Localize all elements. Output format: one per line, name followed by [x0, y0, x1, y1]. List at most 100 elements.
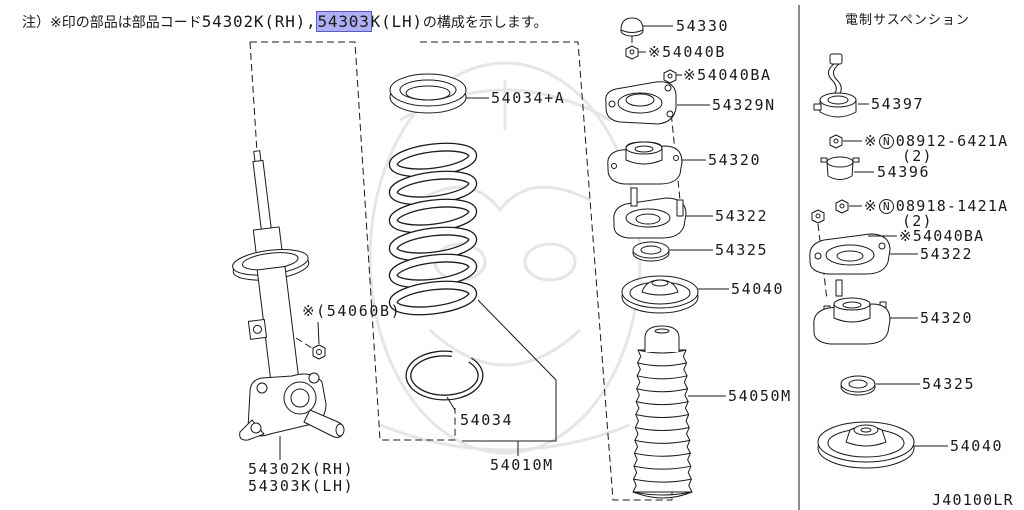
bolt-nut-54060b	[295, 337, 326, 360]
callout-54010m[interactable]: 54010M	[490, 456, 554, 474]
callout-54040ba-electronic[interactable]: ※54040BA	[899, 227, 985, 245]
boot-ridge	[636, 375, 688, 380]
callout-54325-electronic[interactable]: 54325	[922, 375, 976, 393]
nut-08918-1421a	[835, 199, 849, 214]
knuckle-hub	[283, 381, 317, 415]
dashed-line	[667, 81, 681, 201]
dashed-line	[420, 41, 673, 501]
mount-plate-54329n	[605, 81, 677, 125]
strut-bracket-hole	[252, 324, 262, 334]
callout-54396[interactable]: 54396	[877, 163, 931, 181]
actuator-54397	[813, 53, 857, 118]
callout-mark: ※	[864, 132, 878, 150]
callout-54303k-lh[interactable]: 54303K(LH)	[248, 477, 355, 495]
n-circle-icon: N	[878, 199, 894, 214]
callout-54329n[interactable]: 54329N	[712, 96, 776, 114]
knuckle-hole	[308, 372, 320, 384]
callout-qty: (2)	[902, 212, 933, 230]
search-highlight: 54303	[315, 11, 372, 32]
strut-assembly	[232, 150, 310, 391]
electronic-suspension-title: 電制サスペンション	[845, 13, 970, 28]
callout-54322[interactable]: 54322	[715, 207, 769, 225]
callout-number: 08918-1421A	[895, 197, 1009, 215]
leader-line	[446, 396, 456, 411]
dashed-line	[250, 41, 456, 441]
boot-bellows	[632, 349, 693, 496]
strut-mount-54320	[607, 141, 683, 185]
callout-54034[interactable]: 54034	[460, 411, 514, 429]
nut-54040b	[625, 45, 639, 60]
steering-knuckle	[239, 372, 345, 441]
callout-54040[interactable]: 54040	[731, 280, 785, 298]
stud	[676, 199, 684, 217]
n-circle-icon: N	[878, 134, 894, 149]
knuckle-hub-bore	[290, 388, 310, 408]
boot-body	[632, 349, 693, 493]
boot-ridge	[633, 478, 692, 483]
callout-qty: (2)	[902, 147, 933, 165]
note-code-lh: K(LH)	[370, 12, 423, 31]
note-prefix: 注）※印の部品は部品コード	[22, 15, 202, 31]
leader-lines	[279, 25, 948, 460]
upper-spring-seat	[389, 73, 467, 114]
stud	[835, 279, 843, 297]
boot-ridge	[633, 465, 692, 470]
cap-54396	[820, 156, 860, 180]
dust-boot-54050m	[632, 325, 693, 499]
callout-54302k-rh[interactable]: 54302K(RH)	[248, 460, 355, 478]
nut-08912-6421a	[829, 134, 843, 149]
strut-mount-54320-electronic	[813, 279, 891, 345]
callout-54397[interactable]: 54397	[871, 95, 925, 113]
coil-spring	[388, 142, 478, 316]
callout-54330[interactable]: 54330	[676, 17, 730, 35]
boot-ridge	[634, 452, 691, 457]
strut-rod	[252, 159, 273, 234]
callout-54040-electronic[interactable]: 54040	[950, 437, 1004, 455]
callout-54034a[interactable]: 54034+A	[491, 89, 566, 107]
stud	[630, 187, 638, 207]
nut-54040ba-electronic	[811, 209, 825, 224]
knuckle-hole	[256, 382, 268, 394]
callout-54050m[interactable]: 54050M	[728, 387, 792, 405]
note-code-rh: 54302K(RH),	[201, 12, 317, 31]
boot-ridge	[637, 362, 687, 367]
assembly-note: 注）※印の部品は部品コード54302K(RH),54303K(LH)の構成を示し…	[22, 11, 548, 33]
boot-ridge	[636, 388, 688, 393]
boot-ridge	[635, 426, 690, 431]
mount-plate-54322-electronic	[809, 233, 891, 275]
callout-number: 08912-6421A	[895, 132, 1009, 150]
mount-plate-studs-54322	[613, 187, 687, 239]
boot-ridge	[634, 439, 690, 444]
callout-54325[interactable]: 54325	[715, 241, 769, 259]
dashed-line	[249, 41, 258, 153]
washer-54325	[632, 241, 670, 262]
callout-54320[interactable]: 54320	[708, 151, 762, 169]
callout-54320-electronic[interactable]: 54320	[920, 309, 974, 327]
callout-54322-electronic[interactable]: 54322	[920, 245, 974, 263]
boot-top	[644, 325, 680, 352]
lower-seat-ring	[405, 350, 484, 401]
washer-54325-electronic	[840, 375, 876, 396]
spindle-tip	[335, 423, 345, 437]
nut-54040ba	[663, 69, 677, 84]
boot-bottom	[632, 491, 693, 499]
boot-ridge	[636, 401, 689, 406]
callout-54040ba[interactable]: ※54040BA	[683, 66, 772, 84]
knuckle-hole	[250, 422, 262, 434]
bearing-54040-electronic	[817, 421, 915, 469]
note-suffix: の構成を示します。	[422, 15, 548, 31]
figure-id: J40100LR	[932, 491, 1014, 509]
leader-line	[317, 321, 320, 345]
spring-assembly-bracket	[462, 299, 557, 456]
callout-54060b[interactable]: ※(54060B)	[302, 302, 402, 320]
boot-ridge	[632, 491, 693, 496]
callout-54040b[interactable]: ※54040B	[648, 43, 726, 61]
callout-mark: ※	[864, 197, 878, 215]
mount-cap	[620, 17, 644, 37]
bearing-54040	[621, 275, 699, 314]
boot-ridge	[635, 414, 689, 419]
boot-ridge	[637, 349, 687, 354]
